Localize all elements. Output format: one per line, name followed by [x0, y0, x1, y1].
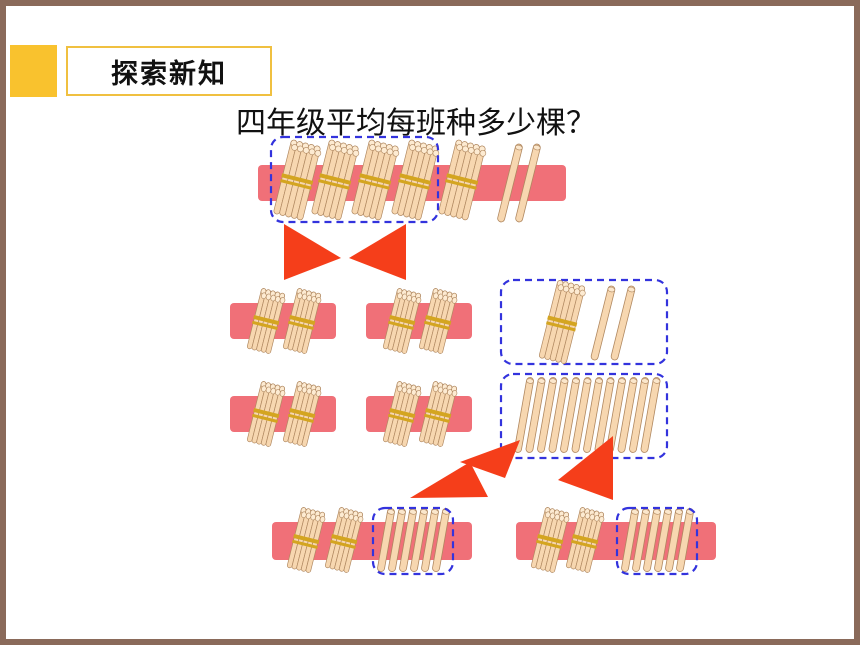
bundle-of-ten [287, 507, 326, 573]
bundle-of-ten [391, 139, 440, 221]
single-stick [610, 285, 636, 361]
bundle-of-ten [438, 139, 487, 221]
single-stick [629, 377, 649, 453]
single-stick [560, 377, 580, 453]
group-band [230, 396, 336, 432]
bundle-of-ten [383, 381, 422, 447]
dashed-box-six-left [371, 506, 455, 576]
bundle-of-ten [325, 507, 364, 573]
bundle-of-ten [273, 139, 322, 221]
result-arrow-left [410, 462, 488, 498]
single-stick [515, 143, 541, 223]
result-arrow-left-tail [460, 440, 520, 478]
bundle-of-ten [283, 288, 322, 354]
bundle-of-ten [283, 381, 322, 447]
single-stick [632, 508, 650, 572]
single-stick [590, 285, 616, 361]
single-stick [571, 377, 592, 453]
single-stick [410, 508, 428, 572]
single-stick [548, 377, 569, 453]
bundle-of-ten [351, 139, 400, 221]
bundle-of-ten [247, 381, 286, 447]
single-stick [583, 377, 603, 453]
section-title: 探索新知 [66, 46, 272, 96]
single-stick [421, 508, 439, 572]
single-stick [514, 377, 534, 453]
group-band [230, 303, 336, 339]
bundle-of-ten [311, 139, 360, 221]
group-band [366, 396, 472, 432]
single-stick [537, 377, 557, 453]
bundle-of-ten [538, 280, 586, 364]
single-stick [525, 377, 546, 453]
split-arrow-left [284, 224, 341, 280]
bundle-of-ten [247, 288, 286, 354]
question-text: 四年级平均每班种多少棵？ [236, 106, 596, 141]
bundle-of-ten [566, 507, 605, 573]
single-stick [497, 143, 523, 223]
single-stick [617, 377, 638, 453]
bundle-of-ten [419, 381, 458, 447]
group-band [366, 303, 472, 339]
dashed-box-eight-tens [269, 135, 440, 224]
bundle-of-ten [531, 507, 570, 573]
bundle-of-ten [383, 288, 422, 354]
single-stick [640, 377, 661, 453]
dashed-box-six-right [615, 506, 699, 576]
split-arrow-right [349, 224, 406, 280]
bundle-of-ten [419, 288, 458, 354]
single-stick [606, 377, 626, 453]
accent-block [10, 45, 57, 97]
result-arrow-right [558, 436, 613, 500]
